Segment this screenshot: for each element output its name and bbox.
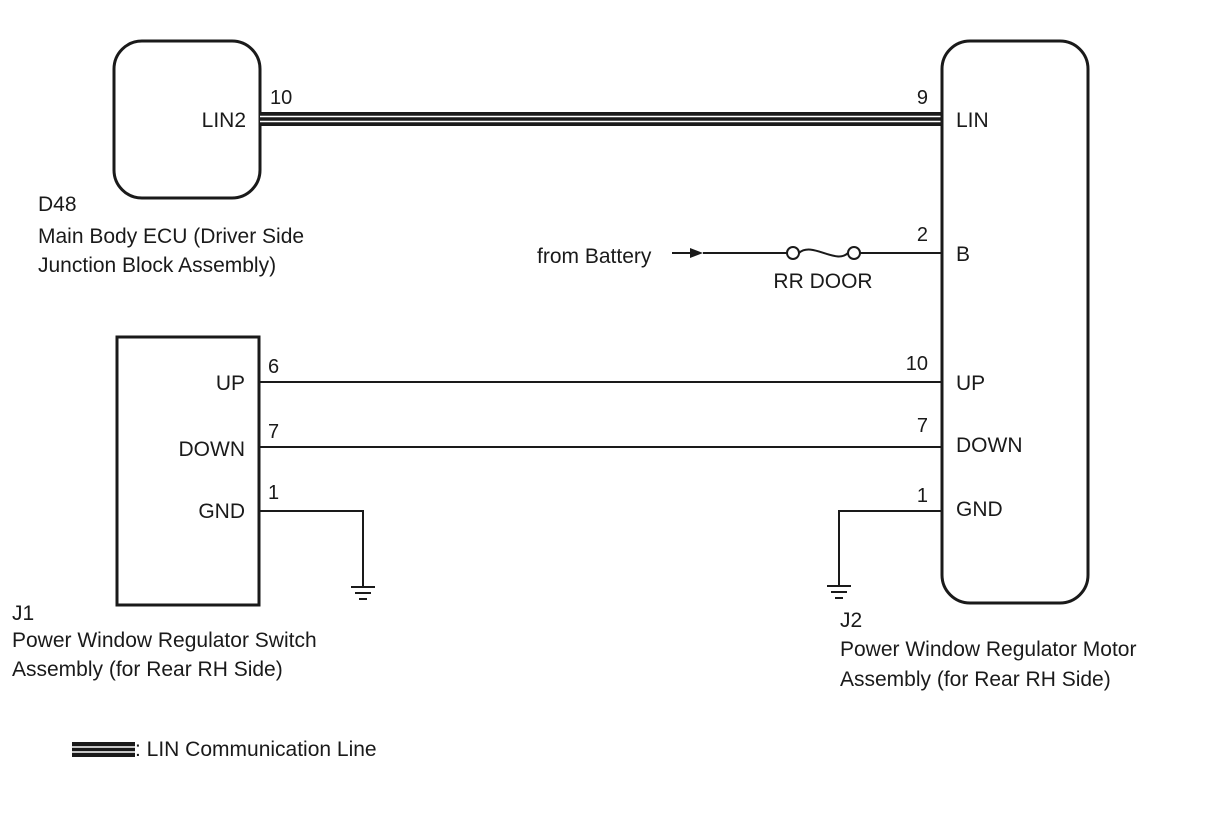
j1-gnd-wire [259,510,364,586]
legend-lin-line-icon [72,742,135,757]
j2-pin-gnd: 1 [917,485,928,507]
j2-name-line2: Assembly (for Rear RH Side) [840,668,1111,691]
j2-name-line1: Power Window Regulator Motor [840,638,1136,661]
j1-pin-gnd: 1 [268,482,279,504]
j2-pin-lin: 9 [917,87,928,109]
j2-terminal-b: B [956,243,970,266]
d48-name-line1: Main Body ECU (Driver Side [38,225,304,248]
j2-gnd-wire [838,510,942,585]
battery-source-label: from Battery [537,245,652,268]
j1-terminal-gnd: GND [198,500,245,523]
j2-terminal-down: DOWN [956,434,1023,457]
d48-name-line2: Junction Block Assembly) [38,254,276,277]
j2-ground-icon [827,585,851,599]
j1-ground-icon [351,586,375,600]
j2-pin-b: 2 [917,224,928,246]
j1-pin-down: 7 [268,421,279,443]
d48-pin-10: 10 [270,87,292,109]
j2-terminal-up: UP [956,372,985,395]
d48-ref: D48 [38,193,77,216]
j1-terminal-down: DOWN [179,438,246,461]
j1-switch-box [115,335,261,607]
j2-terminal-lin: LIN [956,109,989,132]
legend-text: : LIN Communication Line [135,738,377,761]
fuse-label: RR DOOR [773,270,872,293]
j2-pin-down: 7 [917,415,928,437]
j1-name-line2: Assembly (for Rear RH Side) [12,658,283,681]
j2-motor-box [940,39,1090,605]
fuse-icon [786,246,861,260]
j1-pin-up: 6 [268,356,279,378]
d48-terminal-lin2: LIN2 [202,109,246,132]
j2-ref: J2 [840,609,862,632]
j1-name-line1: Power Window Regulator Switch [12,629,317,652]
j1-terminal-up: UP [216,372,245,395]
j1-ref: J1 [12,602,34,625]
battery-arrow-icon [690,248,703,258]
lin-communication-line [260,112,944,126]
j2-terminal-gnd: GND [956,498,1003,521]
j2-pin-up: 10 [906,353,928,375]
